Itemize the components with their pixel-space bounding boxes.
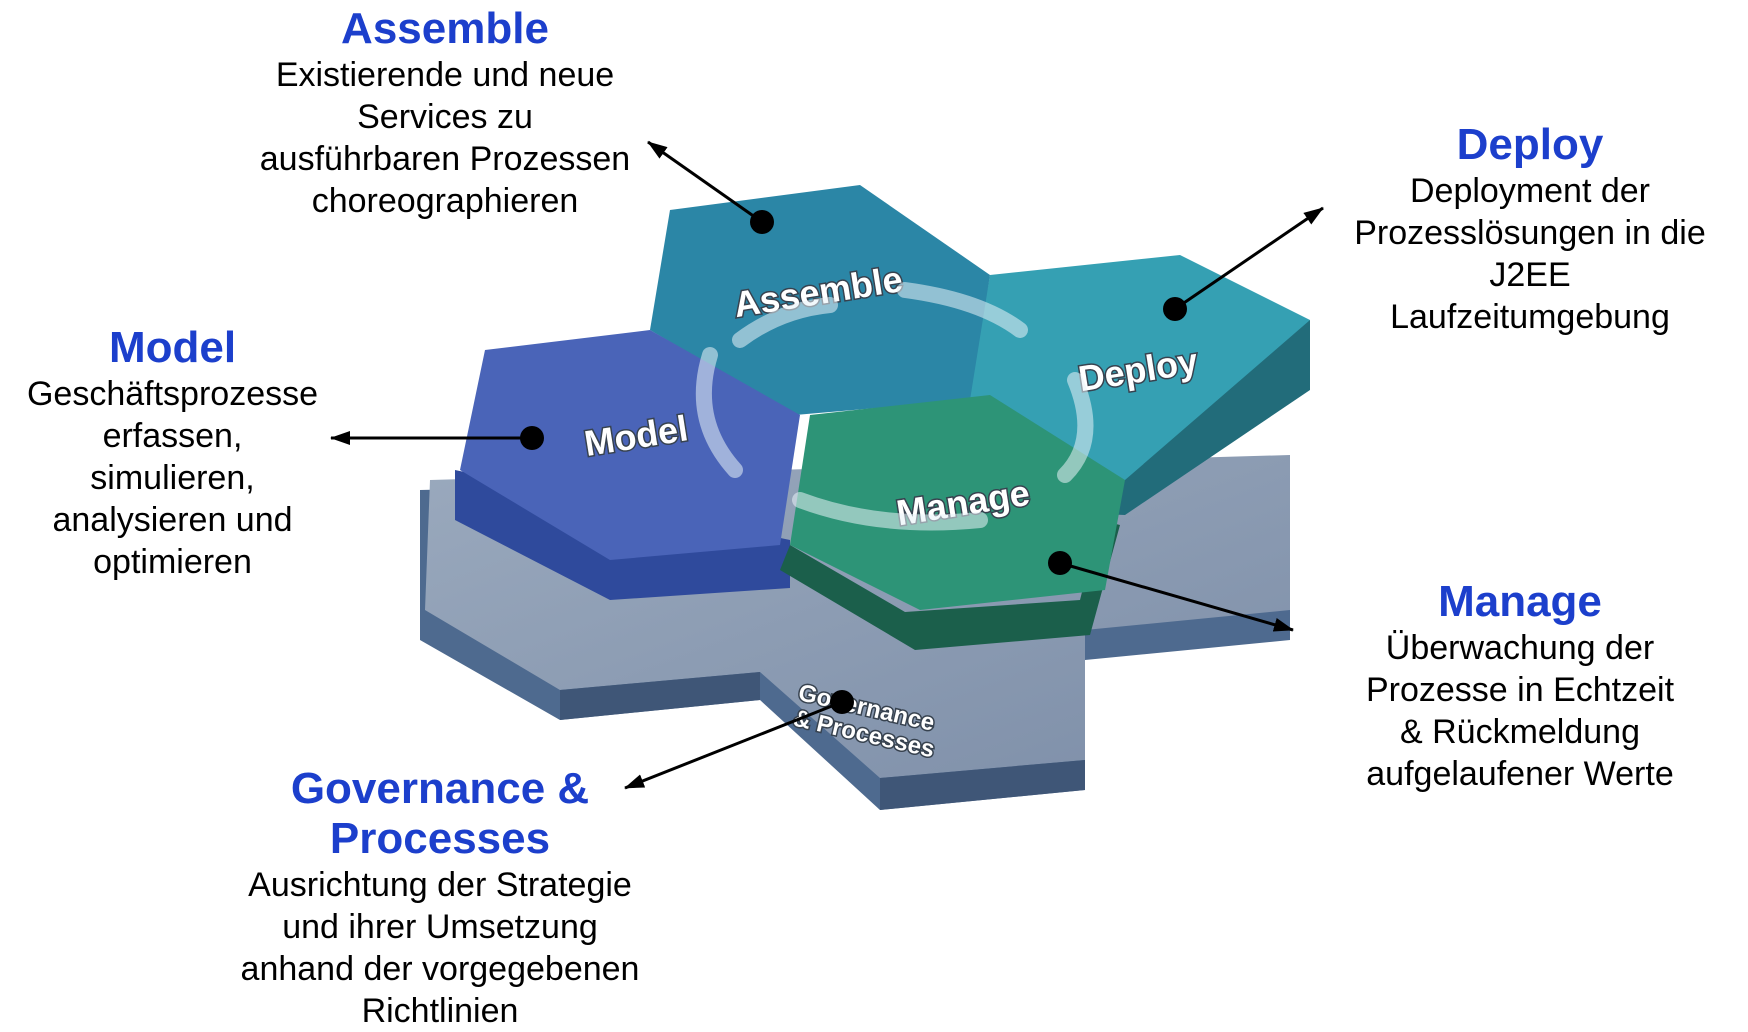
assemble-dot (750, 210, 774, 234)
deploy-dot (1163, 297, 1187, 321)
assemble-description: Existierende und neue Services zu ausfüh… (259, 56, 631, 220)
governance-heading-line1: Governance & (290, 764, 590, 813)
governance-heading-line2: Processes (329, 814, 551, 863)
assemble-heading: Assemble (341, 4, 549, 53)
cycle-arrows (695, 282, 1094, 531)
governance-description: Ausrichtung der Strategie und ihrer Umse… (240, 866, 640, 1030)
connector-deploy (1163, 206, 1324, 321)
manage-hexagon: Manage (780, 395, 1125, 650)
assemble-callout: Assemble Existierende und neue Services … (230, 4, 660, 222)
deploy-callout: Deploy Deployment der Prozesslösungen in… (1320, 120, 1740, 338)
manage-heading: Manage (1438, 577, 1602, 626)
deploy-heading: Deploy (1456, 120, 1604, 169)
model-heading: Model (108, 323, 237, 372)
governance-callout: Governance & Processes Ausrichtung der S… (210, 764, 670, 1032)
model-hexagon: Model (455, 330, 800, 600)
governance-dot (830, 690, 854, 714)
model-dot (520, 426, 544, 450)
model-description: Geschäftsprozesse erfassen, simulieren, … (26, 375, 319, 581)
manage-description: Überwachung der Prozesse in Echtzeit & R… (1365, 629, 1675, 793)
connector-manage (1048, 551, 1294, 632)
manage-callout: Manage Überwachung der Prozesse in Echtz… (1320, 577, 1720, 795)
connector-model (330, 426, 544, 450)
model-callout: Model Geschäftsprozesse erfassen, simuli… (0, 323, 345, 583)
deploy-description: Deployment der Prozesslösungen in die J2… (1354, 172, 1706, 336)
connector-assemble (647, 140, 774, 234)
manage-dot (1048, 551, 1072, 575)
connector-governance (624, 690, 854, 790)
